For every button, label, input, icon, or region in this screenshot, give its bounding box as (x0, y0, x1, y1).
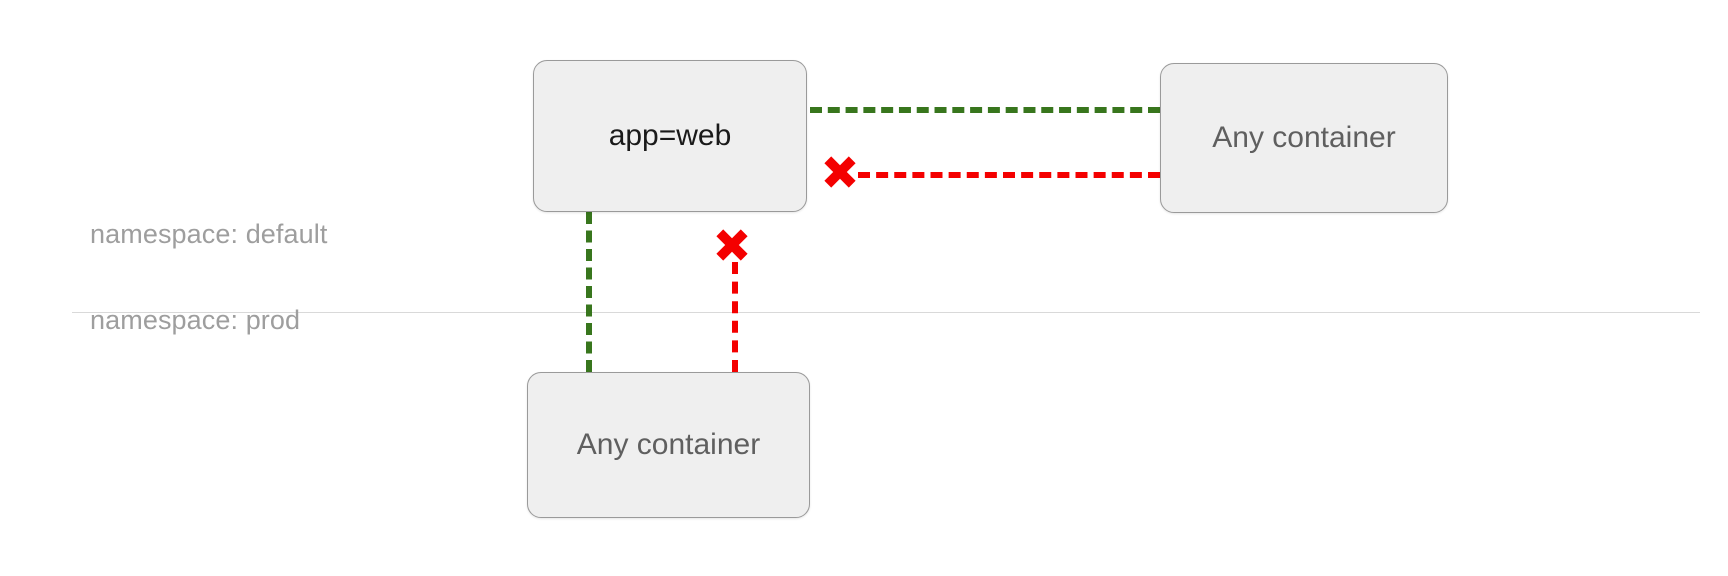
zone-label-namespace-prod: namespace: prod (90, 305, 301, 335)
node-app-web[interactable]: app=web (533, 60, 807, 212)
node-any-container-prod[interactable]: Any container (527, 372, 810, 518)
node-any-container-default-label: Any container (1212, 121, 1396, 154)
namespace-divider (72, 312, 1700, 313)
connector-app-web-to-right-container-blocked (858, 172, 1160, 178)
node-any-container-default[interactable]: Any container (1160, 63, 1448, 213)
node-any-container-prod-label: Any container (576, 428, 761, 461)
node-app-web-label: app=web (608, 119, 732, 152)
cross-x-icon (712, 225, 752, 265)
cross-x-icon (820, 152, 860, 192)
connector-app-web-to-right-container-allowed (810, 107, 1160, 113)
connector-app-web-to-bottom-container-blocked (732, 262, 738, 372)
connector-app-web-to-bottom-container-allowed (586, 212, 592, 372)
zone-label-namespace-default: namespace: default (90, 219, 328, 249)
